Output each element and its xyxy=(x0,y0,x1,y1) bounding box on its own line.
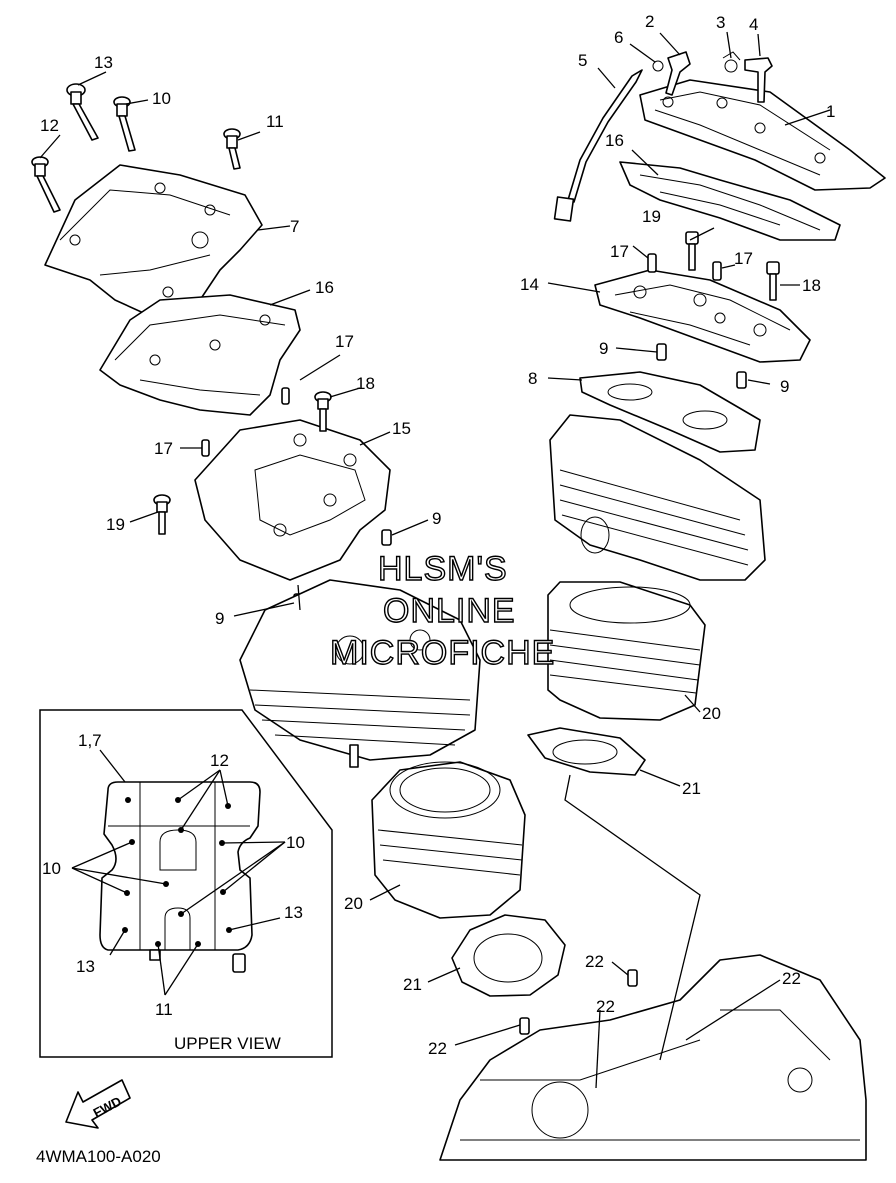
callout-17-a: 17 xyxy=(610,242,629,261)
part-17-pin-right-a xyxy=(647,253,657,273)
watermark-line-1: HLSM'S xyxy=(378,550,508,588)
callout-22-b: 22 xyxy=(782,969,801,988)
part-18-bolt-right xyxy=(766,261,780,301)
inset-callout-10-right: 10 xyxy=(286,833,305,852)
callout-11: 11 xyxy=(266,112,284,131)
callout-22-a: 22 xyxy=(585,952,604,971)
cylinder-head-rear xyxy=(549,414,766,581)
part-21-base-gasket-rear xyxy=(527,727,646,776)
inset-callout-10-left: 10 xyxy=(42,859,61,878)
part-3-clamp xyxy=(722,51,741,73)
inset-title: UPPER VIEW xyxy=(174,1034,281,1053)
part-17-pin-left-a xyxy=(281,387,290,405)
crankcase xyxy=(439,954,867,1161)
callout-19-a: 19 xyxy=(642,207,661,226)
callout-8: 8 xyxy=(528,369,537,388)
leader-lines xyxy=(39,31,831,1089)
diagram-code: 4WMA100-A020 xyxy=(36,1147,161,1166)
inset-callout-13-right: 13 xyxy=(284,903,303,922)
part-19-bolt-right xyxy=(685,231,699,271)
cylinder-head-front xyxy=(239,579,481,768)
callout-5: 5 xyxy=(578,51,587,70)
part-17-pin-left-b xyxy=(201,439,210,457)
callout-2: 2 xyxy=(645,12,654,31)
part-9-dowel-left-a xyxy=(381,529,392,546)
callout-18-a: 18 xyxy=(802,276,821,295)
part-13-bolt xyxy=(66,83,99,141)
callout-17-d: 17 xyxy=(154,439,173,458)
part-22-dowel-c xyxy=(519,1017,530,1035)
callout-16-a: 16 xyxy=(605,131,624,150)
callout-6: 6 xyxy=(614,28,623,47)
watermark-line-3: MICROFICHE xyxy=(330,634,555,672)
callout-20-b: 20 xyxy=(344,894,363,913)
part-16-gasket-right xyxy=(619,161,841,241)
inset-callout-12: 12 xyxy=(210,751,229,770)
callout-21-a: 21 xyxy=(682,779,701,798)
part-1-head-cover xyxy=(639,79,886,191)
part-8-head-gasket xyxy=(579,371,761,453)
callout-3: 3 xyxy=(716,13,725,32)
callout-13: 13 xyxy=(94,53,113,72)
callout-12: 12 xyxy=(40,116,59,135)
part-14-cam-housing xyxy=(594,269,811,363)
part-4-fitting xyxy=(744,57,773,103)
callout-9-d: 9 xyxy=(215,609,224,628)
callout-4: 4 xyxy=(749,15,758,34)
callout-7: 7 xyxy=(290,217,299,236)
watermark: HLSM'S ONLINE MICROFICHE xyxy=(329,549,555,672)
part-6-clamp xyxy=(652,60,664,72)
callout-17-b: 17 xyxy=(734,249,753,268)
callout-9-a: 9 xyxy=(599,339,608,358)
inset-callout-1-7: 1,7 xyxy=(78,731,102,750)
part-5-hose xyxy=(553,69,643,222)
part-18-bolt-left xyxy=(314,391,332,432)
upper-view-inset: 1,7 12 10 10 13 13 11 UPPER VIEW xyxy=(39,709,333,1058)
callout-1: 1 xyxy=(826,102,835,121)
part-12-bolt xyxy=(31,156,61,213)
callout-numbers: 1 2 3 4 5 6 7 8 9 9 9 9 10 11 12 13 14 1… xyxy=(40,12,835,1058)
part-15-cam-housing xyxy=(194,419,391,581)
part-16-gasket-left xyxy=(99,294,301,416)
watermark-line-2: ONLINE xyxy=(383,592,516,630)
part-10-bolt xyxy=(113,96,136,152)
part-21-base-gasket-front xyxy=(451,914,566,997)
callout-19-b: 19 xyxy=(106,515,125,534)
fwd-arrow-icon: FWD xyxy=(65,1079,131,1129)
callout-9-c: 9 xyxy=(432,509,441,528)
inset-callout-11: 11 xyxy=(155,1000,173,1019)
part-7-head-cover xyxy=(44,164,263,326)
callout-9-b: 9 xyxy=(780,377,789,396)
callout-18-b: 18 xyxy=(356,374,375,393)
callout-22-d: 22 xyxy=(428,1039,447,1058)
inset-callout-13-left: 13 xyxy=(76,957,95,976)
callout-21-b: 21 xyxy=(403,975,422,994)
part-19-bolt-left xyxy=(153,494,171,535)
callout-17-c: 17 xyxy=(335,332,354,351)
callout-10: 10 xyxy=(152,89,171,108)
callout-15: 15 xyxy=(392,419,411,438)
callout-20-a: 20 xyxy=(702,704,721,723)
callout-22-c: 22 xyxy=(596,997,615,1016)
part-20-cylinder-front xyxy=(371,761,526,919)
part-9-dowel-right-b xyxy=(736,371,747,389)
part-11-bolt xyxy=(223,128,241,170)
part-22-dowel-a xyxy=(627,969,638,987)
callout-16-b: 16 xyxy=(315,278,334,297)
callout-14: 14 xyxy=(520,275,539,294)
part-17-pin-right-b xyxy=(712,261,722,281)
part-9-dowel-right-a xyxy=(656,343,667,361)
part-2-fitting xyxy=(665,51,691,96)
part-20-cylinder-rear xyxy=(547,581,706,721)
